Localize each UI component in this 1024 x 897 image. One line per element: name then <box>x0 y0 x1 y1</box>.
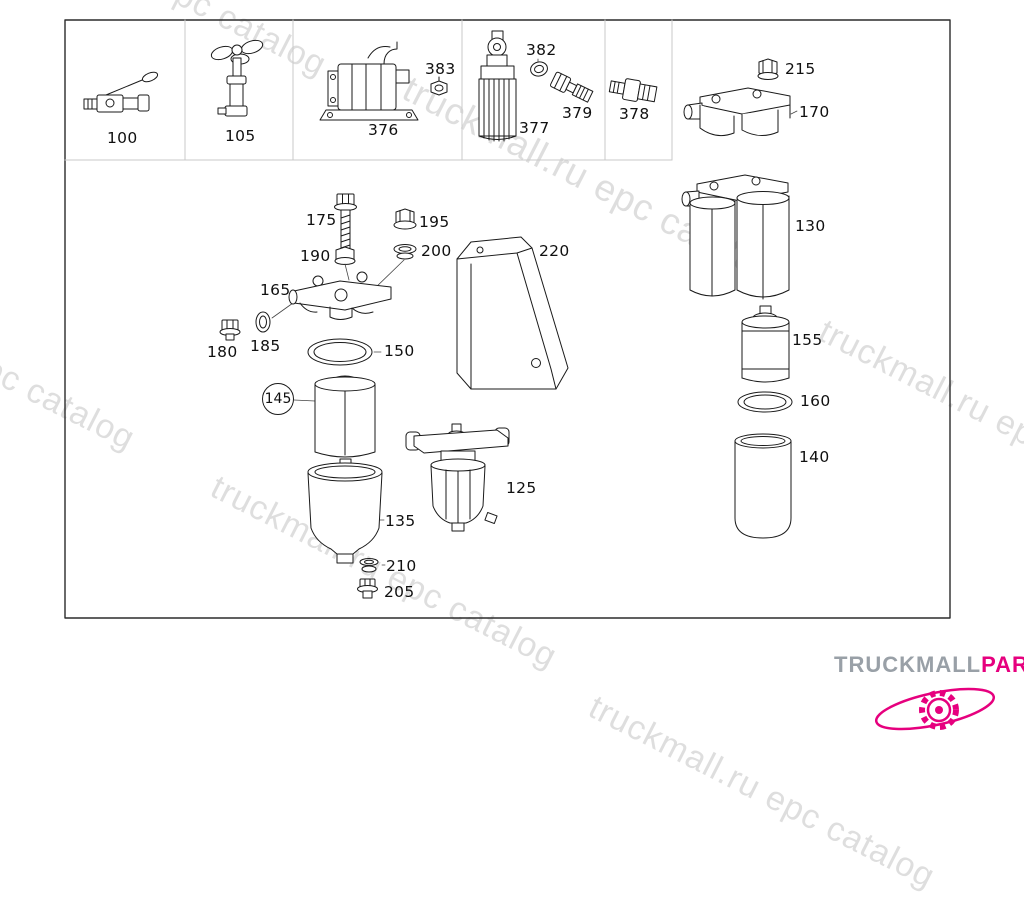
part-170-drawing <box>683 87 791 137</box>
part-label-383[interactable]: 383 <box>425 60 456 78</box>
part-195-drawing <box>393 208 417 230</box>
part-label-190[interactable]: 190 <box>300 247 331 265</box>
part-210-drawing <box>359 558 379 573</box>
part-label-130[interactable]: 130 <box>795 217 826 235</box>
part-label-105[interactable]: 105 <box>225 127 256 145</box>
part-155-drawing <box>741 305 790 383</box>
logo-brand-accent: PARTS <box>981 652 1024 677</box>
part-379-drawing <box>550 71 594 103</box>
part-label-135[interactable]: 135 <box>385 512 416 530</box>
part-135-drawing <box>307 462 383 564</box>
part-label-170[interactable]: 170 <box>799 103 830 121</box>
part-label-175[interactable]: 175 <box>306 211 337 229</box>
part-105-drawing <box>210 39 264 117</box>
part-label-205[interactable]: 205 <box>384 583 415 601</box>
part-label-160[interactable]: 160 <box>800 392 831 410</box>
part-100-drawing <box>83 71 159 113</box>
part-378-drawing <box>608 78 658 103</box>
part-label-382[interactable]: 382 <box>526 41 557 59</box>
part-160-drawing <box>737 391 793 413</box>
part-145-cartridge-drawing <box>314 375 376 467</box>
part-180-drawing <box>219 319 241 341</box>
part-165-drawing <box>288 271 392 320</box>
part-label-195[interactable]: 195 <box>419 213 450 231</box>
part-label-150[interactable]: 150 <box>384 342 415 360</box>
logo-gear-icon <box>874 687 996 731</box>
part-label-100[interactable]: 100 <box>107 129 138 147</box>
part-150-drawing <box>307 338 373 366</box>
part-label-378[interactable]: 378 <box>619 105 650 123</box>
part-label-125[interactable]: 125 <box>506 479 537 497</box>
part-140-drawing <box>734 433 792 539</box>
part-label-140[interactable]: 140 <box>799 448 830 466</box>
part-215-drawing <box>757 58 779 80</box>
part-175-drawing <box>334 193 357 251</box>
part-label-210[interactable]: 210 <box>386 557 417 575</box>
logo-text: TRUCKMALLPARTS <box>834 652 1024 678</box>
part-label-376[interactable]: 376 <box>368 121 399 139</box>
part-label-379[interactable]: 379 <box>562 104 593 122</box>
truckmall-logo: TRUCKMALLPARTS <box>834 652 1024 744</box>
part-377-drawing <box>478 30 517 142</box>
part-label-377[interactable]: 377 <box>519 119 550 137</box>
part-376-drawing <box>319 41 419 121</box>
logo-brand-gray: TRUCKMALL <box>834 652 982 677</box>
part-label-215[interactable]: 215 <box>785 60 816 78</box>
part-label-200[interactable]: 200 <box>421 242 452 260</box>
part-382-drawing <box>530 61 548 77</box>
part-205-drawing <box>357 578 378 599</box>
part-383-drawing <box>430 76 448 96</box>
part-220-drawing <box>456 236 569 390</box>
diagram-art <box>64 19 951 619</box>
part-label-155[interactable]: 155 <box>792 331 823 349</box>
part-label-180[interactable]: 180 <box>207 343 238 361</box>
part-label-220[interactable]: 220 <box>539 242 570 260</box>
diagram-border <box>64 19 951 619</box>
part-label-185[interactable]: 185 <box>250 337 281 355</box>
part-label-165[interactable]: 165 <box>260 281 291 299</box>
part-130-drawing <box>681 174 790 300</box>
part-125-drawing <box>405 423 510 532</box>
part-185-drawing <box>255 311 271 333</box>
part-200-drawing <box>393 244 417 260</box>
header-cell-grid <box>64 19 673 161</box>
part-labels-layer: 100 105 376 383 382 377 379 378 215 170 … <box>107 41 831 601</box>
part-190-drawing <box>334 246 356 265</box>
part-balloon-145[interactable]: 145 <box>262 383 294 415</box>
